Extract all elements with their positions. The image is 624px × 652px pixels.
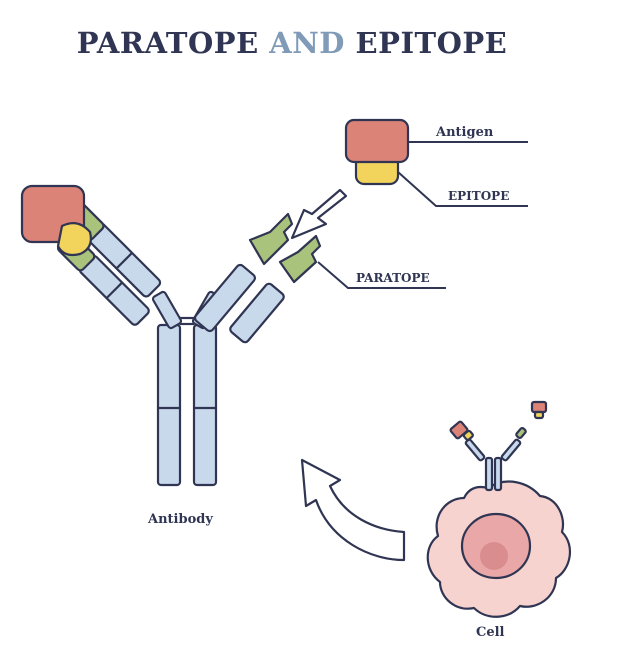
bound-epitope bbox=[56, 221, 92, 257]
cell bbox=[426, 400, 572, 618]
diagram-title: PARATOPE AND EPITOPE bbox=[0, 26, 584, 60]
epitope-leader-line bbox=[397, 171, 528, 207]
binding-arrow-icon bbox=[290, 188, 348, 240]
title-epitope: EPITOPE bbox=[344, 26, 508, 60]
antibody bbox=[20, 184, 322, 487]
antigen-label: Antigen bbox=[435, 125, 494, 140]
paratope-leader-line bbox=[317, 261, 446, 289]
paratope-label: PARATOPE bbox=[356, 271, 430, 285]
nucleolus bbox=[480, 542, 508, 570]
antibody-label: Antibody bbox=[147, 512, 213, 527]
production-arrow-icon bbox=[300, 458, 406, 562]
title-paratope: PARATOPE bbox=[76, 26, 270, 60]
epitope-label: EPITOPE bbox=[448, 189, 509, 203]
free-antigen bbox=[344, 118, 410, 186]
cell-label: Cell bbox=[476, 625, 505, 640]
paratope-upper bbox=[248, 212, 294, 266]
heavy-chain-right bbox=[192, 323, 218, 487]
right-fab-arm bbox=[193, 212, 322, 344]
paratope-lower bbox=[278, 234, 322, 284]
heavy-chain-left bbox=[156, 323, 182, 487]
title-and: AND bbox=[269, 26, 345, 60]
antigen-shape bbox=[344, 118, 410, 164]
